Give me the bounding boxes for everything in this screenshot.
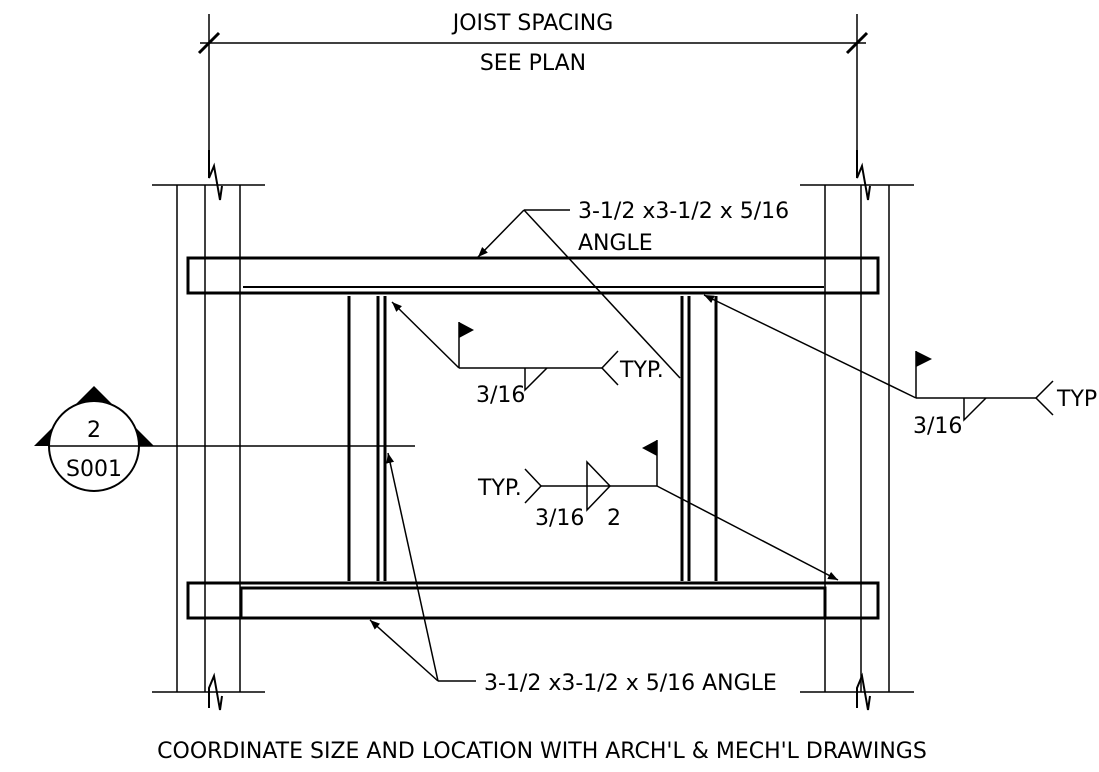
weld-left-fillet-icon (524, 367, 548, 392)
break-line-left-top (208, 150, 223, 201)
weld-left-tail-icon (600, 350, 619, 386)
weld-center-arrow-leader (656, 485, 839, 581)
dimension-group: JOIST SPACING SEE PLAN (197, 11, 869, 150)
bottom-angle-leader-arrow (369, 619, 439, 682)
weld-center-length: 2 (607, 506, 621, 531)
weld-right-fillet-icon (963, 397, 987, 422)
dimension-label-joist-spacing: JOIST SPACING (451, 11, 614, 36)
dimension-tick-right (845, 31, 869, 55)
top-angle (186, 256, 880, 295)
weld-left-size: 3/16 (476, 383, 525, 408)
weld-right-tail-note: TYP (1056, 387, 1097, 412)
vertical-member-right (680, 296, 718, 581)
bottom-angle (186, 581, 880, 620)
break-line-right-top (856, 150, 871, 201)
bottom-angle-inner (239, 586, 827, 620)
top-angle-leader-long (523, 209, 681, 379)
weld-center-fillet-both-sides-icon (586, 460, 612, 512)
weld-right-size: 3/16 (913, 414, 962, 439)
weld-left-tail-note: TYP. (619, 358, 664, 383)
weld-center-tail-icon (524, 468, 543, 504)
general-note: COORDINATE SIZE AND LOCATION WITH ARCH'L… (157, 739, 927, 764)
weld-left-field-flag-icon (459, 322, 474, 338)
weld-symbol-center: TYP. 3/16 2 (477, 440, 839, 581)
bottom-angle-label: 3-1/2 x3-1/2 x 5/16 ANGLE (484, 671, 777, 696)
weld-left-arrow-leader (391, 301, 460, 369)
bottom-angle-leader-arrow (386, 452, 439, 682)
section-marker-number: 2 (87, 418, 101, 443)
dimension-tick-left (197, 31, 221, 55)
joist-left (152, 150, 265, 711)
top-angle-callout: 3-1/2 x3-1/2 x 5/16 ANGLE (477, 199, 789, 379)
weld-center-size: 3/16 (535, 506, 584, 531)
weld-symbol-right: 3/16 TYP (703, 294, 1097, 439)
top-angle-leader-arrow (477, 209, 525, 258)
section-marker: 2 S001 (34, 386, 415, 492)
joist-right (800, 150, 914, 711)
bottom-angle-callout: 3-1/2 x3-1/2 x 5/16 ANGLE (369, 452, 777, 696)
weld-right-arrow-leader (703, 294, 917, 399)
vertical-member-left (347, 296, 387, 581)
weld-symbol-left: 3/16 TYP. (391, 301, 664, 408)
weld-right-tail-icon (1034, 380, 1054, 416)
break-line-left-bottom (208, 672, 223, 711)
top-angle-rect (186, 256, 880, 295)
top-angle-label-line1: 3-1/2 x3-1/2 x 5/16 (578, 199, 789, 224)
weld-center-field-flag-icon (642, 440, 657, 456)
weld-right-field-flag-icon (916, 351, 932, 367)
section-marker-sheet: S001 (66, 457, 122, 482)
top-angle-label-line2: ANGLE (578, 231, 653, 256)
dimension-label-see-plan: SEE PLAN (480, 51, 586, 76)
break-line-right-bottom (856, 672, 871, 711)
weld-center-tail-note: TYP. (477, 476, 522, 501)
